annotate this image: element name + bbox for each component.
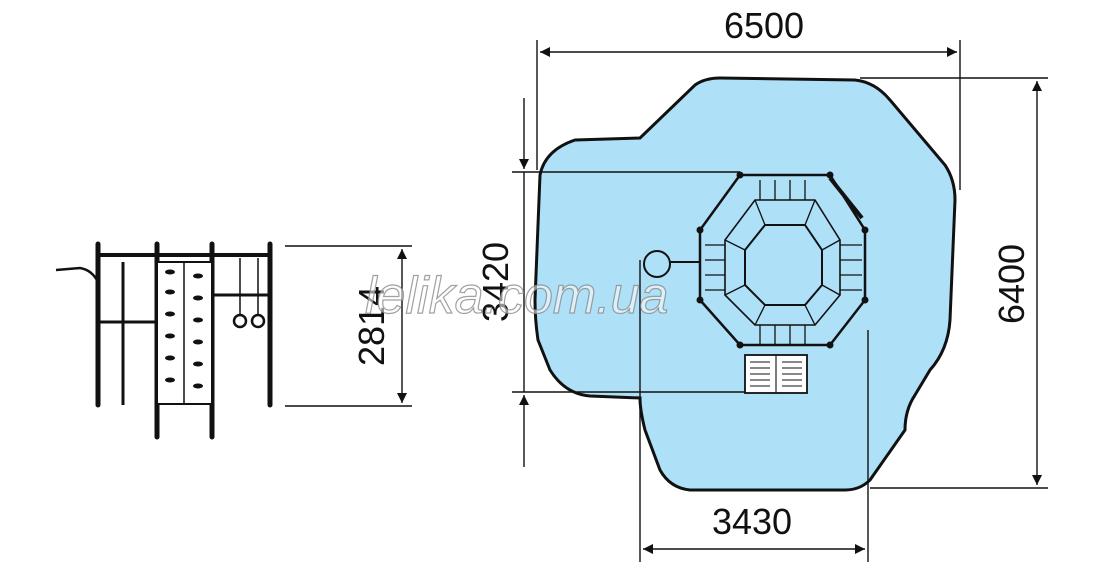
label-bottom-width: 3430 xyxy=(712,501,792,542)
label-structure-depth: 3420 xyxy=(475,242,516,322)
octagon-structure xyxy=(643,171,869,394)
watermark-text: lelika.com.ua xyxy=(365,267,668,325)
dimension-side-height: 2814 xyxy=(285,245,412,407)
dimension-overall-depth: 6400 xyxy=(860,77,1048,489)
label-overall-depth: 6400 xyxy=(991,244,1032,324)
label-side-height: 2814 xyxy=(351,286,392,366)
dimension-bottom-width: 3430 xyxy=(639,260,869,562)
dimension-structure-depth: 3420 xyxy=(475,98,745,467)
label-overall-width: 6500 xyxy=(724,5,804,46)
dimension-overall-width: 6500 xyxy=(536,5,961,190)
side-elevation xyxy=(55,241,273,440)
